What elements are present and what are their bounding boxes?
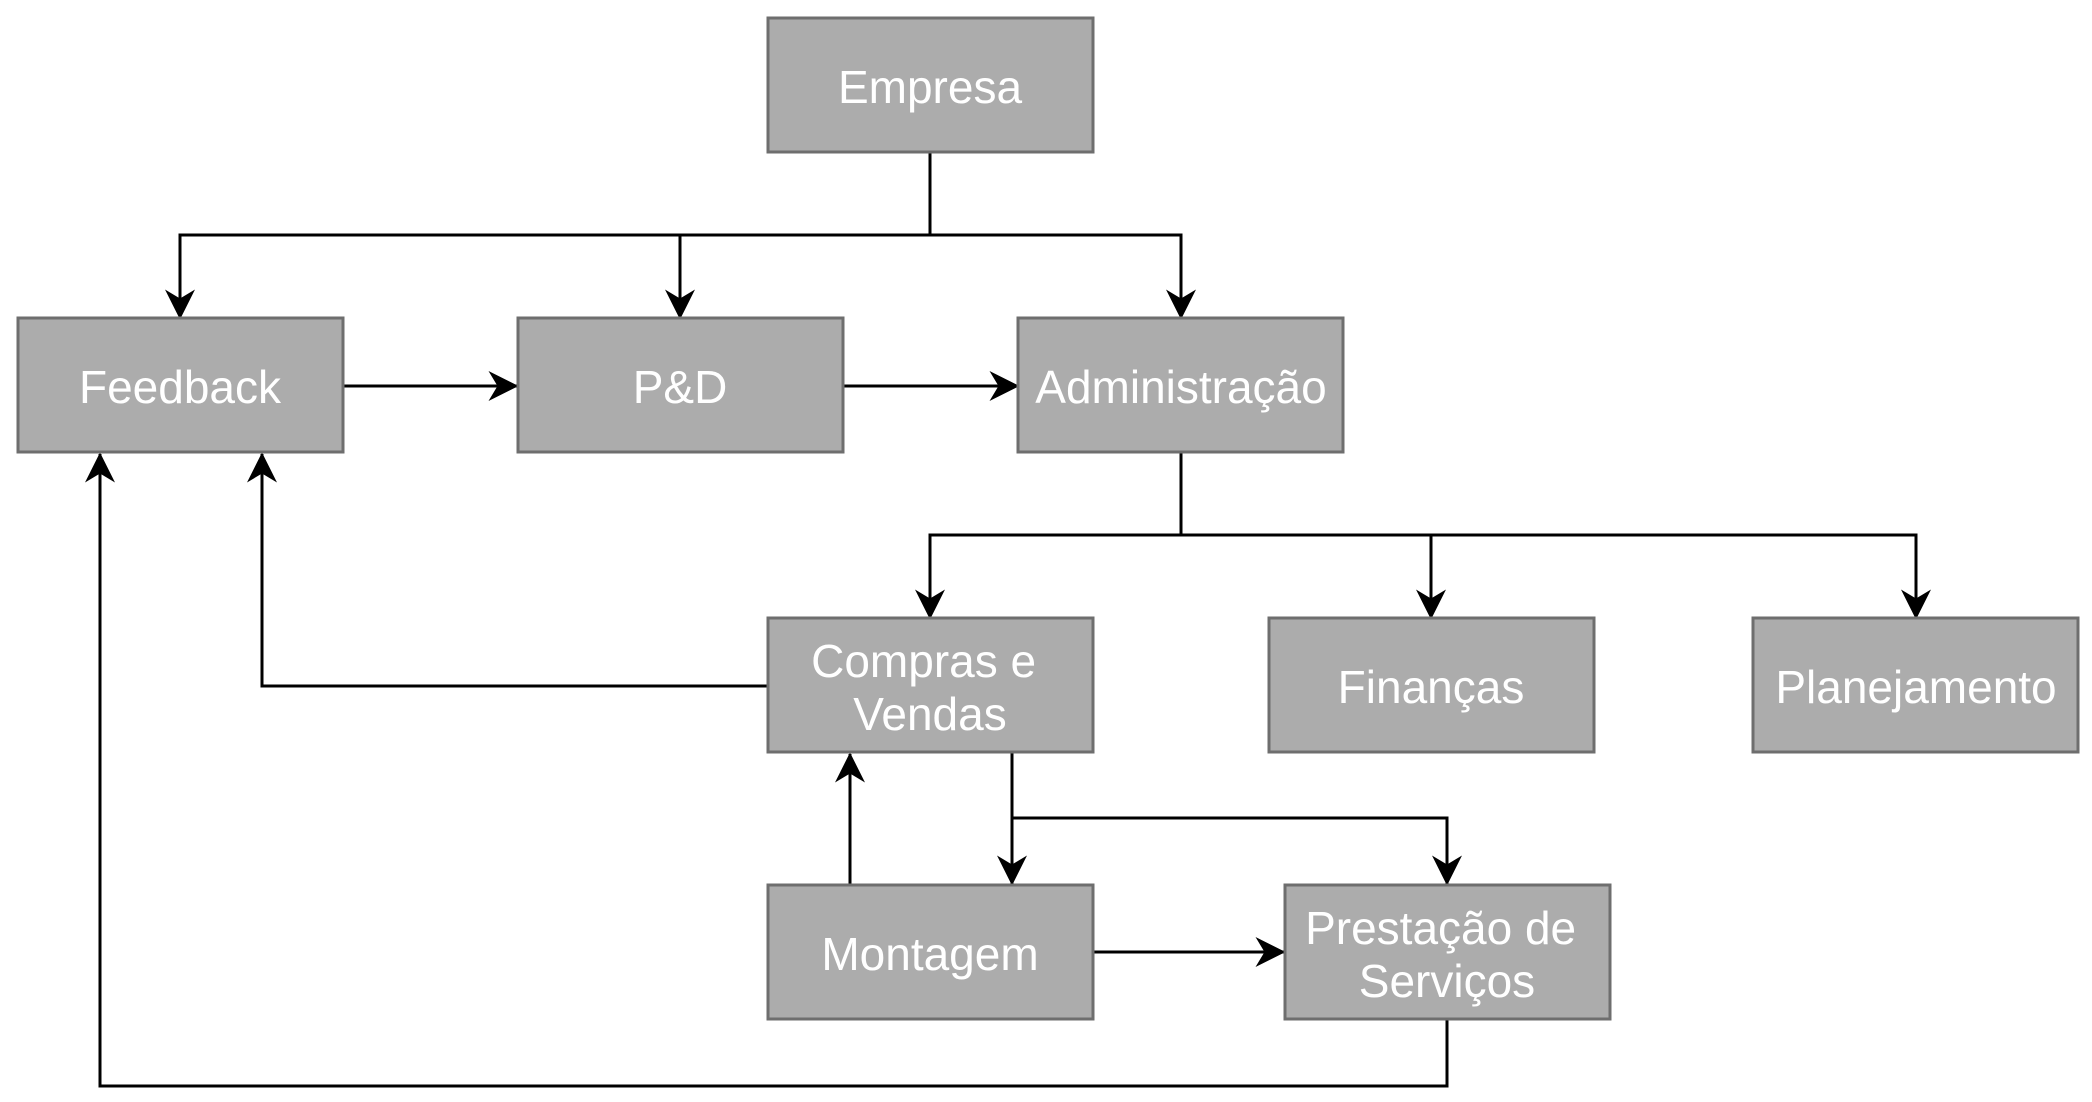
edge-administracao-to-planejamento: [1179, 452, 1931, 620]
connectors: [85, 152, 1931, 1088]
edge-compras-vendas-to-feedback: [247, 452, 768, 688]
edge-compras-vendas-to-prestacao-servicos: [1012, 816, 1462, 886]
node-feedback: Feedback: [16, 316, 345, 454]
node-administracao-label: Administração: [1035, 361, 1326, 413]
edge-empresa-to-pd: [665, 152, 932, 320]
node-prestacao-servicos: Prestação de Serviços: [1283, 883, 1612, 1021]
node-financas-label: Finanças: [1338, 661, 1525, 713]
edge-prestacao-servicos-to-feedback: [85, 452, 1449, 1088]
node-pd: P&D: [516, 316, 845, 454]
node-planejamento-label: Planejamento: [1775, 661, 2056, 713]
node-planejamento: Planejamento: [1751, 616, 2080, 754]
node-compras-vendas: Compras e Vendas: [766, 616, 1095, 754]
node-pd-label: P&D: [633, 361, 728, 413]
node-montagem: Montagem: [766, 883, 1095, 1021]
node-compras-vendas-label: Compras e Vendas: [811, 635, 1049, 740]
node-empresa: Empresa: [766, 16, 1095, 154]
node-financas: Finanças: [1267, 616, 1596, 754]
node-empresa-label: Empresa: [838, 61, 1022, 113]
edge-empresa-to-administracao: [928, 152, 1196, 320]
node-prestacao-servicos-label: Prestação de Serviços: [1305, 902, 1589, 1007]
node-montagem-label: Montagem: [821, 928, 1038, 980]
edge-administracao-to-compras-vendas: [915, 452, 1183, 620]
node-administracao: Administração: [1016, 316, 1345, 454]
node-feedback-label: Feedback: [79, 361, 282, 413]
